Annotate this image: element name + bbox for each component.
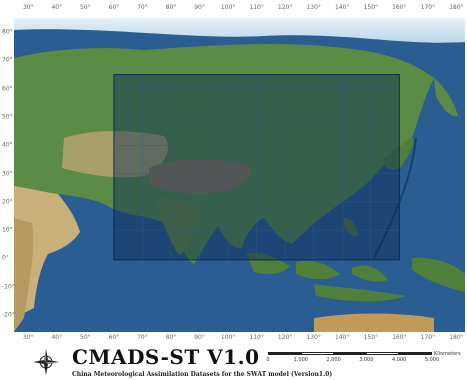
scale-bar-segment	[366, 352, 400, 355]
latitude-tick-label: 40°	[2, 141, 13, 149]
longitude-tick-label: 60°	[108, 4, 120, 11]
java-island	[314, 284, 406, 302]
longitude-tick-label: 110°	[249, 334, 264, 341]
longitude-tick-label: 100°	[220, 4, 236, 11]
scale-bar-label: 4,000	[392, 357, 407, 363]
latitude-tick-label: -10°	[2, 283, 15, 291]
africa-arabia-desert	[14, 186, 80, 318]
latitude-tick-label: 50°	[2, 113, 13, 121]
longitude-tick-label: 80°	[165, 4, 177, 11]
longitude-tick-label: 130°	[306, 4, 321, 11]
eurasia-landmass	[14, 44, 434, 264]
map-title: CMADS-ST V1.0	[72, 345, 260, 369]
longitude-tick-label: 40°	[51, 334, 63, 341]
africa-desert-detail	[14, 218, 34, 332]
sumatra-island	[246, 252, 290, 274]
scale-bar: 0 1,000 2,000 3,000 4,000 5,000	[266, 352, 439, 364]
map-frame[interactable]	[14, 18, 465, 332]
longitude-tick-label: 80°	[165, 334, 177, 341]
scale-bar-label: 3,000	[359, 357, 374, 363]
longitude-tick-label: 70°	[137, 4, 148, 11]
longitude-tick-label: 90°	[194, 4, 205, 11]
compass-rose-icon	[33, 349, 59, 375]
arctic-ice	[14, 18, 465, 43]
longitude-tick-label: 90°	[194, 334, 205, 341]
longitude-tick-label: 50°	[80, 4, 91, 11]
longitude-tick-label: 180°	[449, 334, 464, 341]
australia-north	[314, 313, 434, 332]
scale-bar-label: 5,000	[424, 357, 440, 363]
latitude-ticks-left: 80° 70° 60° 50° 40° 30° 20° 10° 0° -10° -20°	[2, 18, 15, 332]
longitude-ticks-top: 30° 40° 50° 60° 70° 80° 90° 100° 110° 120° 130° 140…	[14, 4, 465, 18]
longitude-tick-label: 120°	[277, 4, 293, 11]
longitude-tick-label: 180°	[449, 4, 464, 11]
scale-bar-segment	[300, 352, 334, 355]
latitude-tick-label: -20°	[2, 311, 15, 319]
longitude-tick-label: 140°	[335, 4, 350, 11]
longitude-tick-label: 160°	[392, 334, 407, 341]
study-area-grid	[113, 74, 400, 260]
borneo-island	[296, 260, 340, 280]
longitude-tick-label: 70°	[137, 334, 148, 341]
longitude-tick-label: 150°	[363, 4, 379, 11]
new-guinea-island	[412, 257, 465, 292]
longitude-tick-label: 50°	[80, 334, 91, 341]
latitude-tick-label: 70°	[2, 56, 13, 64]
scale-bar-label: 0	[266, 357, 270, 363]
scale-bar-segment	[399, 352, 432, 355]
map-legend-footer: CMADS-ST V1.0 China Meteorological Assim…	[0, 336, 467, 380]
scale-bar-label: 2,000	[326, 357, 341, 363]
latitude-tick-label: 80°	[2, 28, 13, 36]
philippines-islands	[344, 217, 358, 237]
latitude-tick-label: 60°	[2, 85, 13, 93]
longitude-tick-label: 40°	[51, 4, 63, 11]
longitude-tick-label: 100°	[220, 334, 236, 341]
kamchatka-peninsula	[434, 78, 458, 117]
longitude-tick-label: 110°	[249, 4, 264, 11]
longitude-ticks-bottom: 30° 40° 50° 60° 70° 80° 90° 100° 110° 120° 130° 140…	[14, 334, 465, 348]
india-subcontinent	[154, 197, 202, 256]
scale-bar-label: 1,000	[293, 357, 308, 363]
longitude-tick-label: 30°	[22, 334, 34, 341]
longitude-tick-label: 30°	[22, 4, 34, 11]
map-canvas	[14, 18, 465, 332]
longitude-tick-label: 170°	[420, 334, 436, 341]
longitude-tick-label: 150°	[363, 334, 379, 341]
longitude-tick-label: 170°	[420, 4, 436, 11]
sulawesi-island	[352, 265, 388, 282]
longitude-tick-label: 120°	[277, 334, 293, 341]
map-subtitle: China Meteorological Assimilation Datase…	[72, 371, 333, 378]
scale-unit: Kilometers	[434, 351, 461, 357]
latitude-tick-label: 10°	[2, 226, 13, 234]
latitude-tick-label: 20°	[2, 198, 13, 206]
longitude-tick-label: 60°	[108, 334, 120, 341]
longitude-tick-label: 140°	[335, 334, 350, 341]
pacific-trench	[373, 137, 417, 259]
central-asia-arid	[62, 131, 168, 178]
longitude-tick-label: 130°	[306, 334, 321, 341]
japan-islands	[384, 136, 414, 170]
scale-bar-segment	[333, 352, 367, 355]
longitude-tick-label: 160°	[392, 4, 407, 11]
latitude-tick-label: 0°	[2, 254, 9, 262]
latitude-tick-label: 30°	[2, 170, 13, 178]
scale-bar-segment	[268, 352, 301, 355]
